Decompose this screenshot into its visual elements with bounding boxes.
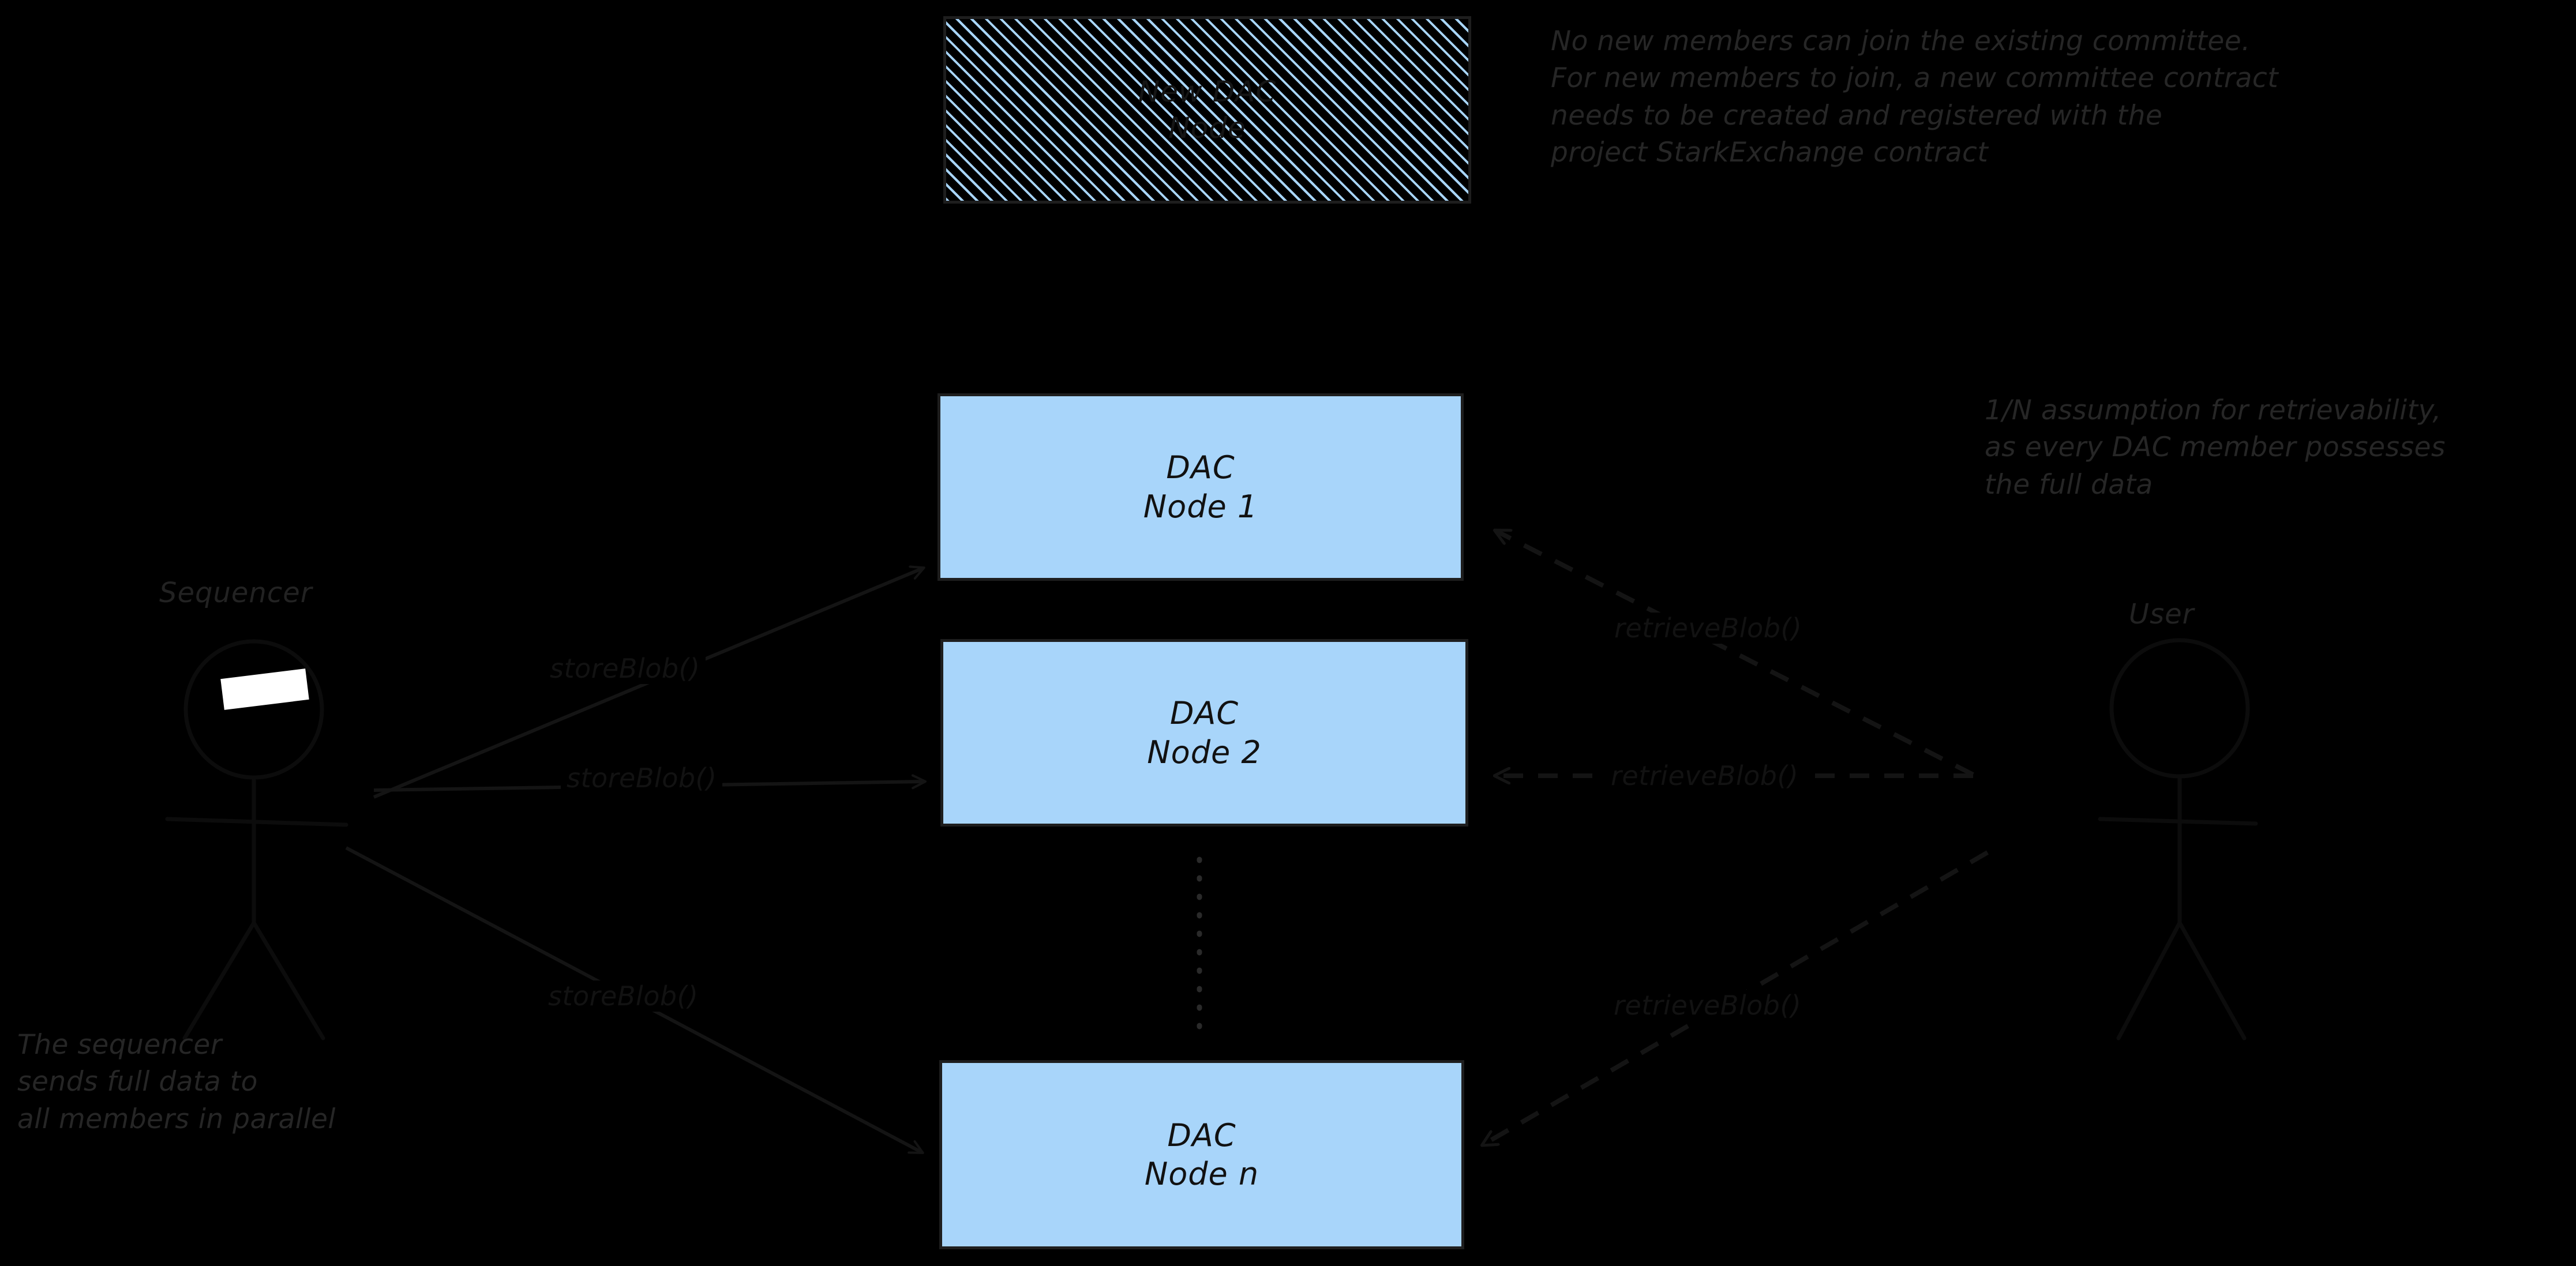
sequencer-label: Sequencer — [159, 577, 313, 609]
edge-label-store-blob-node-2: storeBlob() — [561, 762, 723, 794]
node-dac-1-subtitle: Node 1 — [1143, 488, 1258, 525]
user-label: User — [2129, 598, 2195, 630]
node-dac-1-title: DAC — [1166, 449, 1235, 486]
note-retrievability: 1/N assumption for retrievability, as ev… — [1985, 395, 2446, 501]
edge-retrieve-blob-node-1 — [1495, 528, 1974, 777]
node-dac-node-n[interactable]: DAC Node n — [939, 1060, 1464, 1249]
note-committee: No new members can join the existing com… — [1551, 25, 2279, 169]
note-sequencer-parallel: The sequencer sends full data to all mem… — [17, 1029, 336, 1135]
edge-label-store-blob-node-n: storeBlob() — [542, 981, 704, 1012]
node-new-dac-subtitle: Node — [1168, 111, 1246, 145]
node-new-dac-node[interactable]: New DAC Node — [943, 16, 1471, 204]
node-dac-n-title: DAC — [1167, 1117, 1236, 1154]
sequencer-figure — [165, 639, 348, 1040]
node-dac-node-2[interactable]: DAC Node 2 — [940, 639, 1468, 827]
edge-label-retrieve-blob-node-2: retrieveBlob() — [1605, 760, 1805, 791]
user-figure — [2098, 638, 2258, 1040]
node-dac-node-1[interactable]: DAC Node 1 — [938, 393, 1464, 581]
edge-label-retrieve-blob-node-1: retrieveBlob() — [1608, 613, 1808, 644]
edge-label-store-blob-node-1: storeBlob() — [544, 653, 706, 684]
edge-label-retrieve-blob-node-n: retrieveBlob() — [1608, 990, 1808, 1021]
node-dac-2-title: DAC — [1169, 695, 1239, 731]
node-dac-2-subtitle: Node 2 — [1147, 734, 1262, 771]
node-new-dac-title: New DAC — [1138, 75, 1277, 108]
node-dac-n-subtitle: Node n — [1144, 1156, 1259, 1192]
